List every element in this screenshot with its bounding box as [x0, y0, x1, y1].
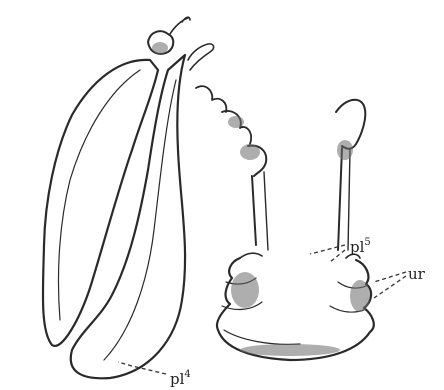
label-pl5-sup: 5 — [364, 237, 370, 248]
label-pl5-base: pl — [350, 238, 364, 256]
label-ur: ur — [408, 267, 425, 282]
stipple-shading — [152, 42, 370, 356]
label-pl4-base: pl — [170, 370, 184, 388]
pleopod-5-right-rod — [336, 100, 365, 250]
label-pl4-sup: 4 — [184, 369, 190, 380]
label-pl5: pl5 — [350, 238, 371, 255]
pleopod-4-inner-lobe — [71, 55, 185, 378]
pleopod-5-left-rod — [196, 86, 268, 250]
label-pl4: pl4 — [170, 370, 191, 387]
